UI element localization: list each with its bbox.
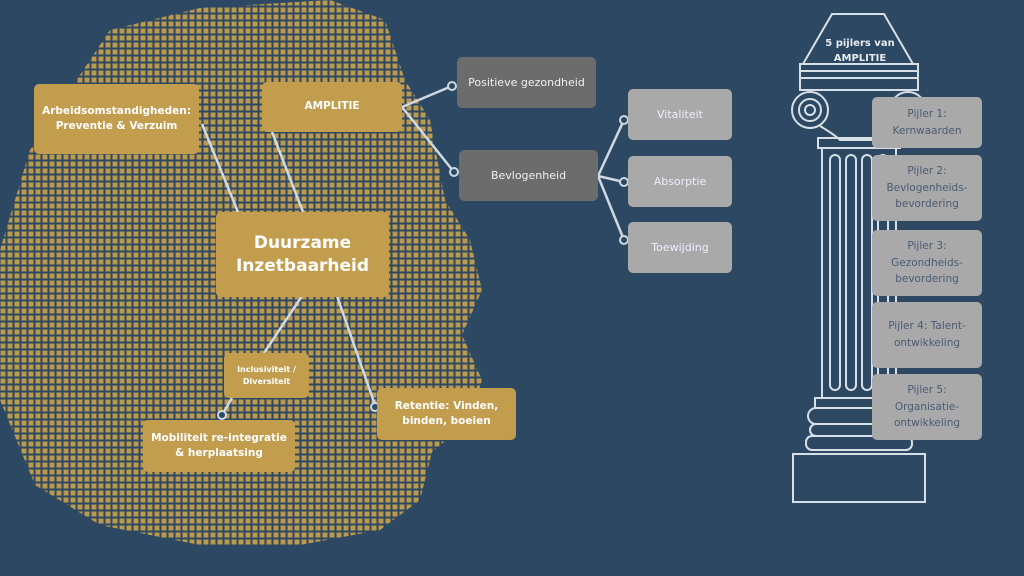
column-title: 5 pijlers van AMPLITIE — [825, 38, 895, 64]
pillar-3[interactable]: Pijler 3: Gezondheids-bevordering — [872, 230, 982, 296]
node-retentie[interactable]: Retentie: Vinden, binden, boeien — [377, 388, 516, 440]
pillar-4[interactable]: Pijler 4: Talent-ontwikkeling — [872, 302, 982, 368]
node-positieve-gezondheid[interactable]: Positieve gezondheid — [457, 57, 596, 108]
node-absorptie[interactable]: Absorptie — [628, 156, 732, 207]
pillar-2[interactable]: Pijler 2: Bevlogenheids-bevordering — [872, 155, 982, 221]
node-amplitie[interactable]: AMPLITIE — [262, 82, 402, 132]
node-vitaliteit[interactable]: Vitaliteit — [628, 89, 732, 140]
node-duurzame-inzetbaarheid[interactable]: Duurzame Inzetbaarheid — [216, 212, 389, 297]
pillar-5[interactable]: Pijler 5: Organisatie-ontwikkeling — [872, 374, 982, 440]
node-mobiliteit[interactable]: Mobiliteit re-integratie & herplaatsing — [143, 420, 295, 472]
node-arbeidsomstandigheden[interactable]: Arbeidsomstandigheden: Preventie & Verzu… — [34, 84, 199, 154]
pillar-1[interactable]: Pijler 1: Kernwaarden — [872, 97, 982, 148]
node-bevlogenheid[interactable]: Bevlogenheid — [459, 150, 598, 201]
node-toewijding[interactable]: Toewijding — [628, 222, 732, 273]
node-inclusiviteit[interactable]: Inclusiviteit / Diversiteit — [224, 353, 309, 398]
